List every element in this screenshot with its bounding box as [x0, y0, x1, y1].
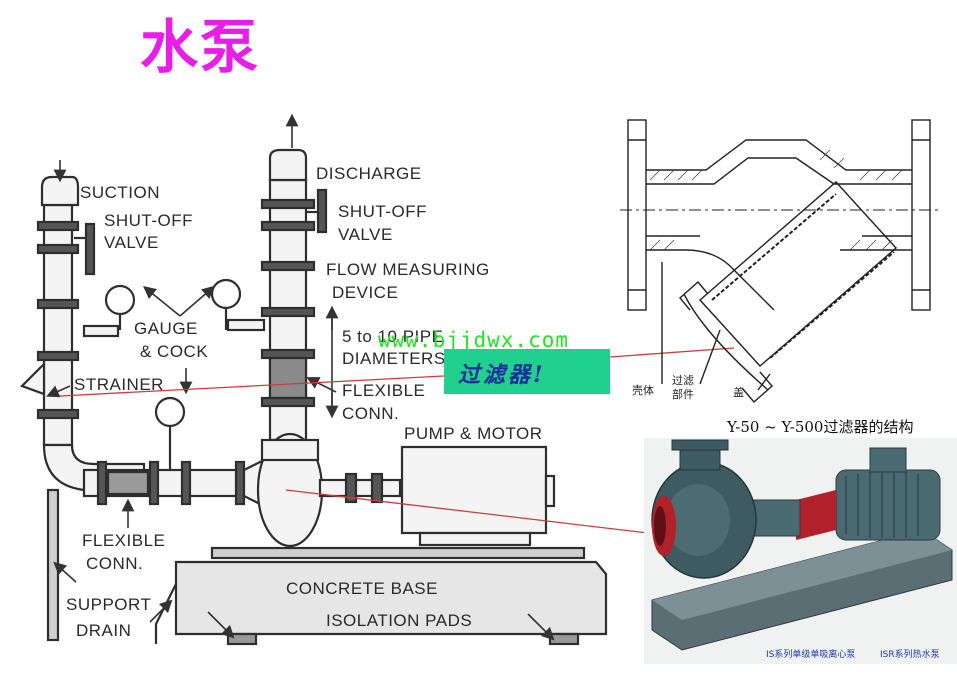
label-pipe-diameters-line1: 5 to 10 PIPE — [342, 327, 444, 346]
label-suction: SUCTION — [80, 183, 160, 202]
label-drain: DRAIN — [76, 621, 132, 640]
label-shutoff-right-line2: VALVE — [338, 225, 393, 244]
label-concrete-base: CONCRETE BASE — [286, 579, 438, 598]
photo-caption-is-series: IS系列单级单吸离心泵 — [766, 650, 856, 660]
label-pump-motor: PUMP & MOTOR — [404, 424, 543, 443]
label-gauge-line1: GAUGE — [134, 319, 198, 338]
label-shutoff-left-line1: SHUT-OFF — [104, 211, 193, 230]
label-flexible-right-line1: FLEXIBLE — [342, 381, 426, 400]
strainer-drawing-caption: Y-50 ~ Y-500过滤器的结构 — [727, 418, 914, 436]
photo-caption-isr-series: ISR系列热水泵 — [880, 650, 940, 660]
label-shutoff-left-line2: VALVE — [104, 233, 159, 252]
part-label-shell: 壳体 — [632, 384, 654, 397]
part-label-cover: 盖 — [733, 386, 744, 399]
part-label-filter-line1: 过滤 — [672, 374, 694, 387]
part-label-filter-line2: 部件 — [672, 388, 694, 401]
label-flexible-left-line1: FLEXIBLE — [82, 531, 166, 550]
label-flow-measuring-line1: FLOW MEASURING — [326, 260, 490, 279]
label-gauge-line2: & COCK — [140, 342, 209, 361]
label-flow-measuring-line2: DEVICE — [332, 283, 399, 302]
strainer-callout: 过滤器! — [444, 349, 610, 394]
label-discharge: DISCHARGE — [316, 164, 422, 183]
label-support: SUPPORT — [66, 595, 152, 614]
watermark-url: www.bjjdwx.com — [378, 328, 570, 352]
label-pipe-diameters-line2: DIAMETERS — [342, 349, 446, 368]
label-flexible-left-line2: CONN. — [86, 554, 144, 573]
label-isolation-pads: ISOLATION PADS — [326, 611, 473, 630]
page-title: 水泵 — [140, 13, 261, 81]
label-flexible-right-line2: CONN. — [342, 404, 400, 423]
label-shutoff-right-line1: SHUT-OFF — [338, 202, 427, 221]
label-strainer: STRAINER — [74, 375, 164, 394]
callout-text: 过滤器! — [458, 362, 546, 388]
